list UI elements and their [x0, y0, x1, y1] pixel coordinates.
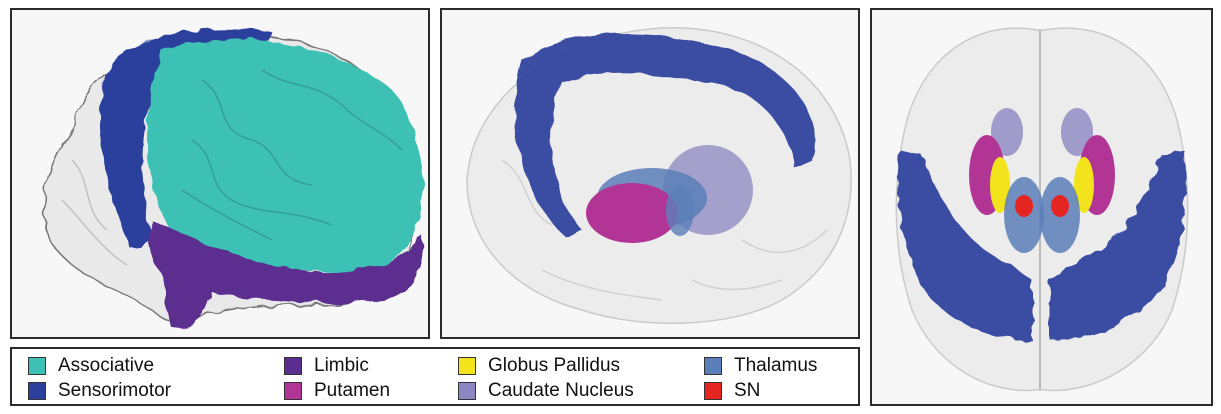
sn-shape-left [1015, 195, 1033, 217]
brain-lateral-icon [12, 10, 428, 337]
legend-label: Associative [58, 355, 154, 377]
legend-label: Limbic [314, 355, 369, 377]
legend-label: Caudate Nucleus [488, 380, 634, 402]
legend-label: Globus Pallidus [488, 355, 620, 377]
legend-label: SN [734, 380, 760, 402]
brain-transparent-lateral-icon [442, 10, 858, 337]
legend-label: Putamen [314, 380, 390, 402]
square-swatch-icon [704, 382, 722, 400]
legend-item-globus-pallidus: Globus Pallidus [458, 354, 620, 378]
square-swatch-icon [458, 382, 476, 400]
putamen-shape [586, 183, 678, 243]
legend-item-associative: Associative [28, 354, 154, 378]
brain-axial-icon [872, 10, 1211, 404]
sn-shape-right [1051, 195, 1069, 217]
square-swatch-icon [458, 357, 476, 375]
legend-label: Sensorimotor [58, 380, 171, 402]
legend-item-caudate-nucleus: Caudate Nucleus [458, 379, 634, 403]
legend-item-sensorimotor: Sensorimotor [28, 379, 171, 403]
legend-box: Associative Sensorimotor Limbic Putamen … [10, 347, 860, 406]
legend-item-thalamus: Thalamus [704, 354, 817, 378]
globus-pallidus-shape [666, 184, 694, 236]
square-swatch-icon [704, 357, 722, 375]
panel-lateral-cortex [10, 8, 430, 339]
panel-transparent-lateral [440, 8, 860, 339]
panel-axial [870, 8, 1213, 406]
square-swatch-icon [284, 357, 302, 375]
square-swatch-icon [28, 382, 46, 400]
square-swatch-icon [284, 382, 302, 400]
legend-item-putamen: Putamen [284, 379, 390, 403]
square-swatch-icon [28, 357, 46, 375]
legend-label: Thalamus [734, 355, 817, 377]
legend-item-limbic: Limbic [284, 354, 369, 378]
legend-item-sn: SN [704, 379, 760, 403]
